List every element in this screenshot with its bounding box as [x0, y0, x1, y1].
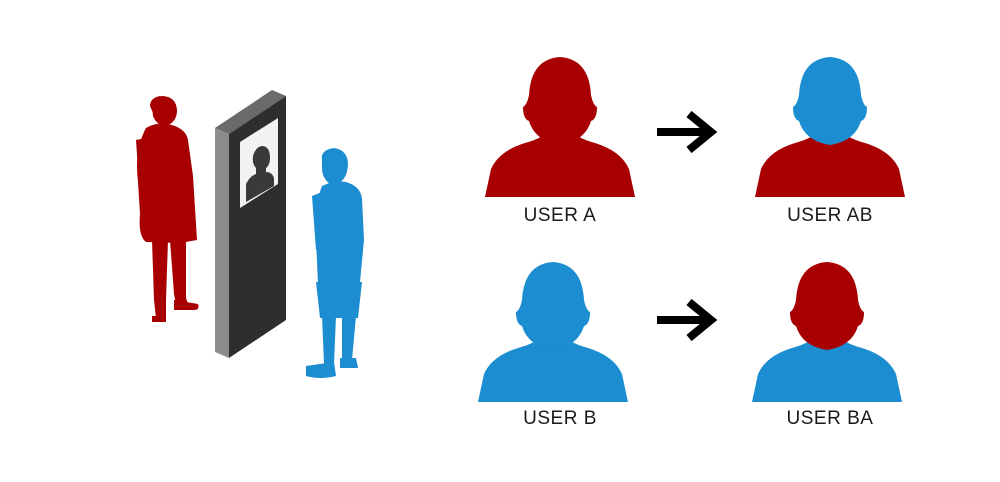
- standing-person-icon: [306, 148, 364, 378]
- user-ab-portrait: [755, 57, 905, 197]
- arrow-right-icon: [657, 110, 718, 154]
- user-ba-portrait: [752, 262, 902, 402]
- user-b-portrait: [478, 262, 628, 402]
- user-b-label: USER B: [523, 408, 597, 429]
- user-a-label: USER A: [523, 205, 597, 226]
- face-shape: [790, 262, 864, 350]
- screen-silhouette: [246, 146, 274, 202]
- standing-person-icon: [136, 96, 199, 322]
- user-a-portrait: [485, 57, 635, 197]
- face-shape: [793, 57, 867, 145]
- user-ba-label: USER BA: [786, 408, 874, 429]
- user-ab-label: USER AB: [787, 205, 873, 226]
- face-shape: [523, 57, 597, 145]
- kiosk-icon: [215, 90, 286, 358]
- kiosk-screen: [240, 118, 278, 208]
- face-shape: [516, 262, 590, 350]
- arrow-right-icon: [657, 298, 718, 342]
